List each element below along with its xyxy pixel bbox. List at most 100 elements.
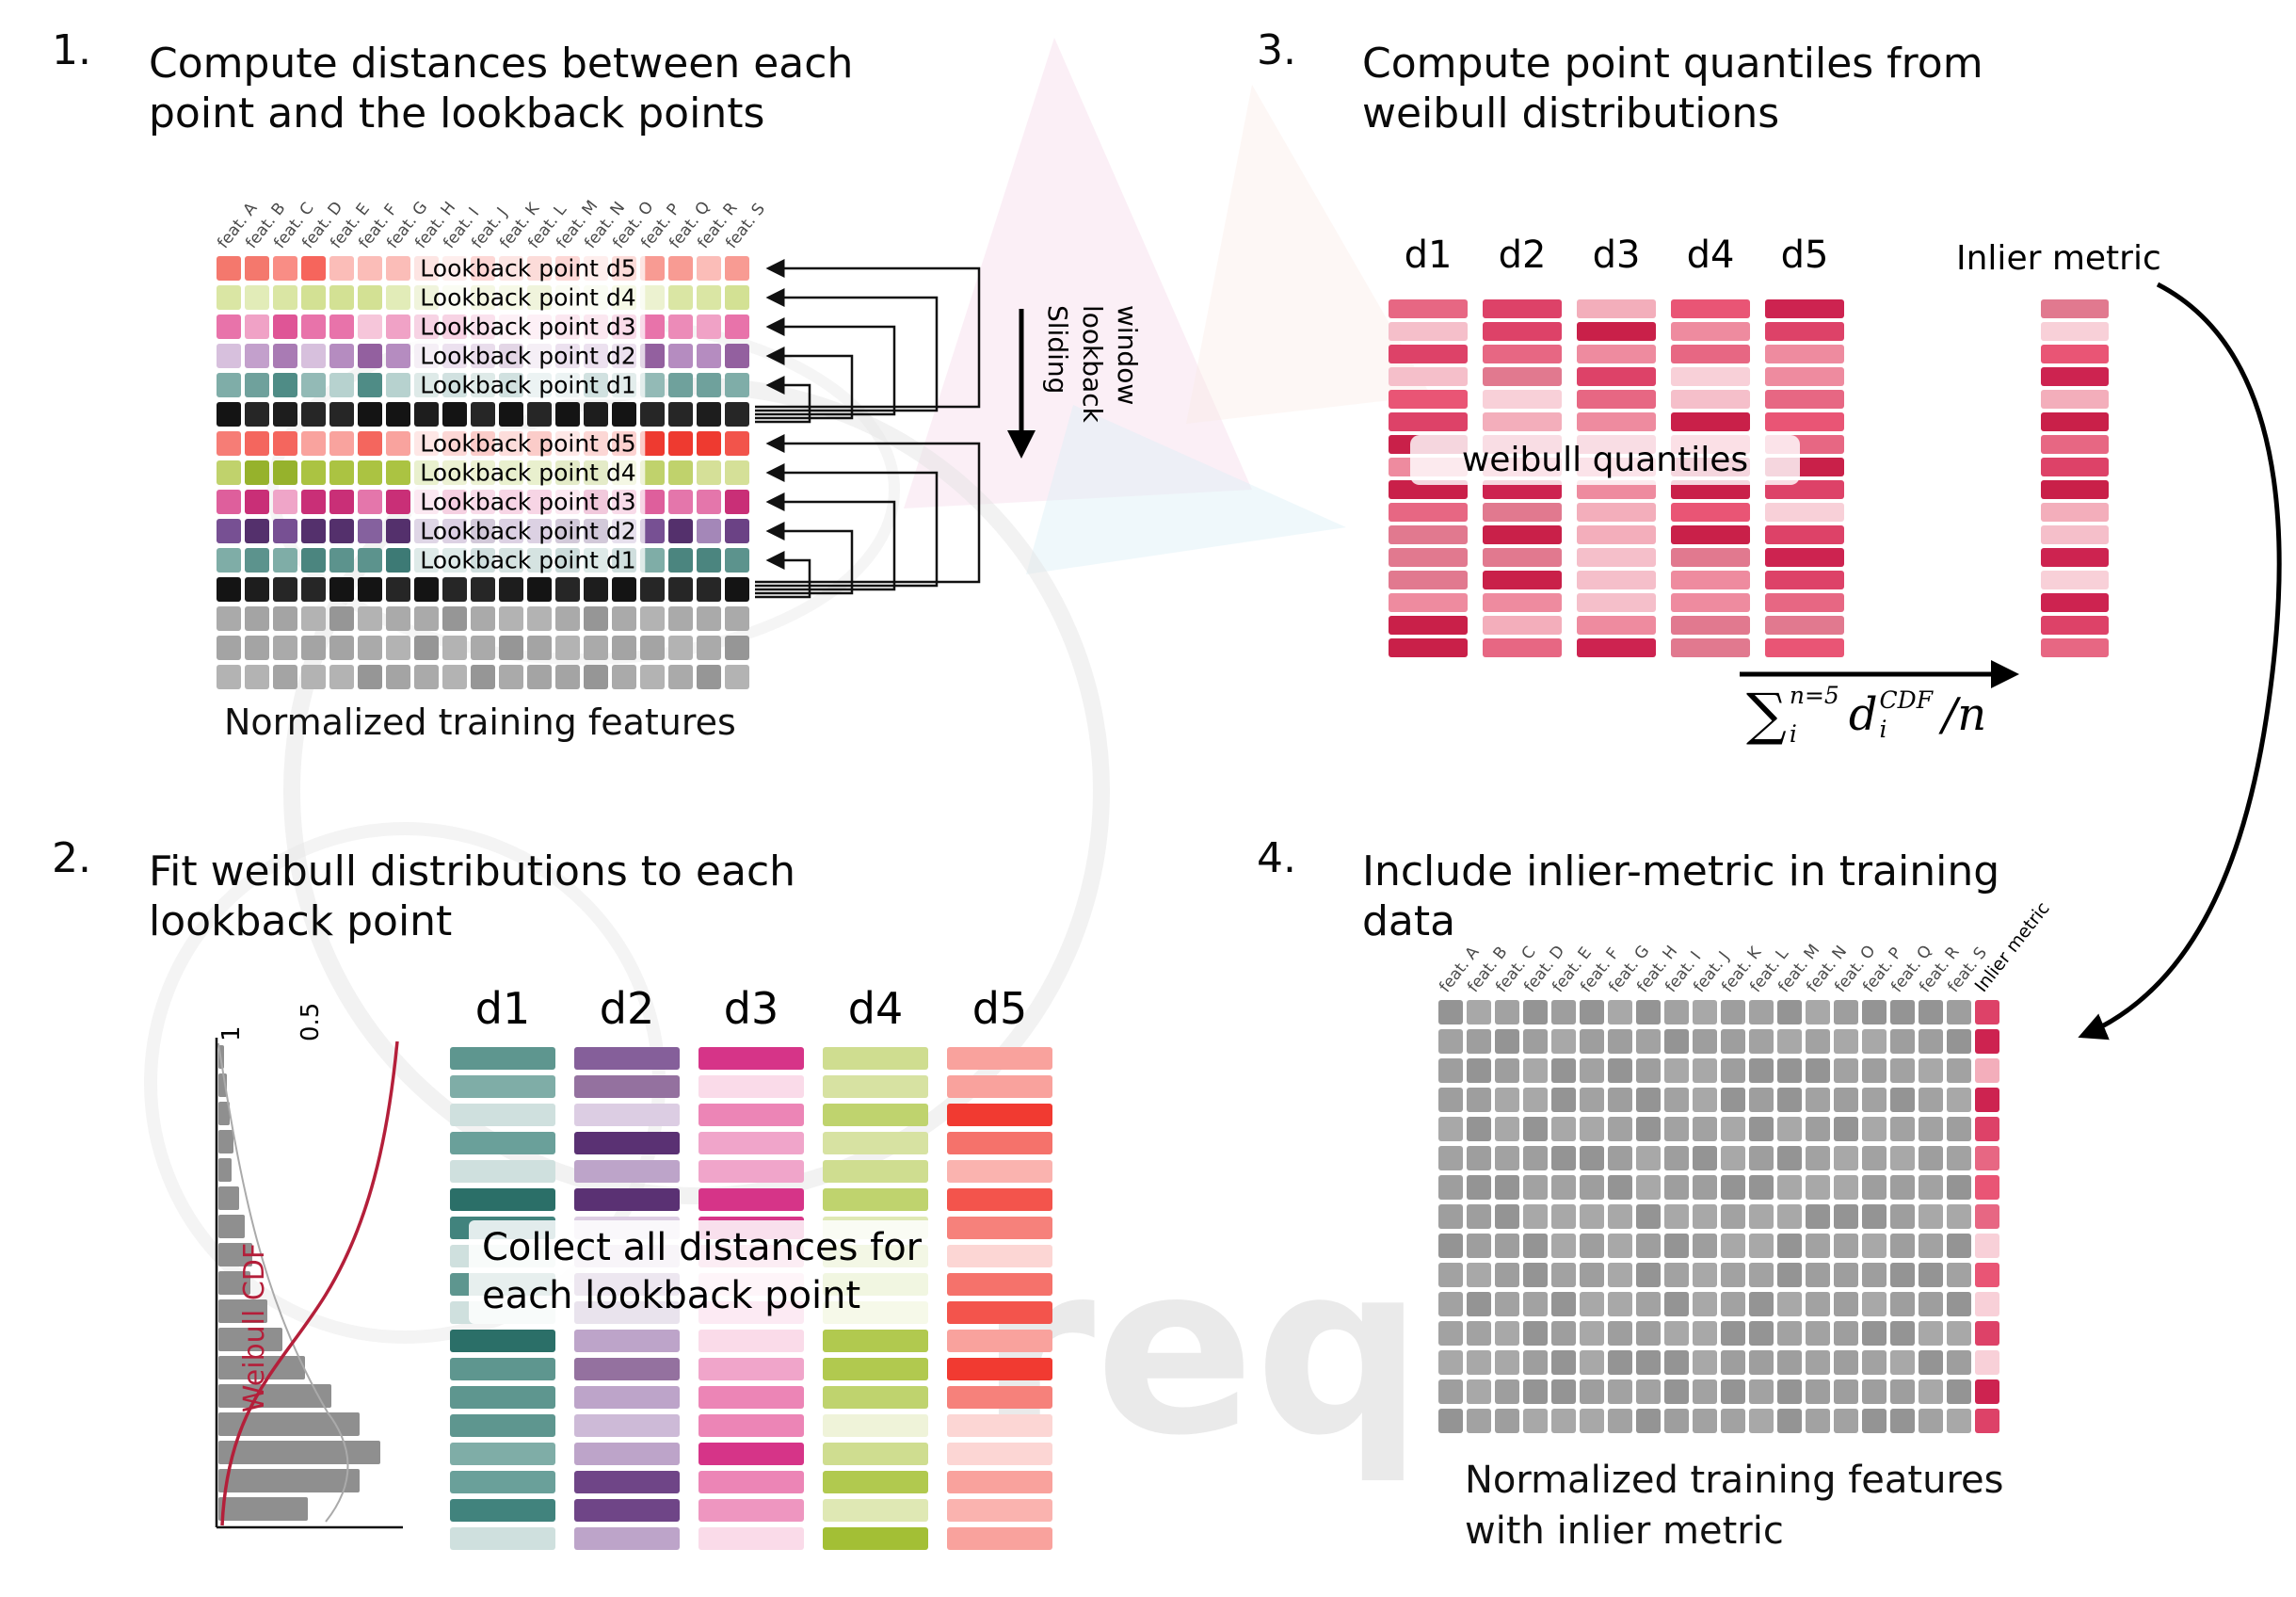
training-row [1438, 1088, 1999, 1112]
inlier-cell [1975, 1263, 1999, 1287]
feature-cell [1495, 1379, 1519, 1404]
bar [947, 1499, 1052, 1522]
inlier-cell [1975, 1146, 1999, 1170]
feature-cell [1467, 1292, 1491, 1316]
bar [947, 1132, 1052, 1154]
grid-cell [386, 256, 410, 281]
bar [947, 1188, 1052, 1211]
feature-cell [1693, 1058, 1717, 1083]
bar [947, 1217, 1052, 1239]
bar [1577, 525, 1656, 544]
grid-cell [358, 431, 382, 456]
feature-cell [1438, 1146, 1463, 1170]
inlier-cell [1975, 1117, 1999, 1141]
bar [947, 1471, 1052, 1493]
feature-cell [1551, 1029, 1576, 1054]
grid-cell [414, 577, 439, 602]
bar [574, 1075, 680, 1098]
bar [2041, 367, 2109, 386]
grid-cell [668, 606, 693, 631]
hist-bar [218, 1186, 239, 1210]
feature-cell [1777, 1146, 1802, 1170]
sliding-window-label: Sliding lookback window [1039, 305, 1144, 423]
hist-bar [218, 1158, 232, 1182]
bar [574, 1499, 680, 1522]
grid-cell [329, 519, 354, 543]
feature-cell [1438, 1204, 1463, 1229]
bar [450, 1104, 555, 1126]
grid-cell [697, 636, 721, 660]
feature-cell [1947, 1175, 1971, 1200]
feature-cell [1947, 1409, 1971, 1433]
grid-cell [725, 285, 749, 310]
weibull-cdf-label: Weibull CDF [238, 1243, 271, 1412]
bar [1765, 412, 1844, 431]
bar [823, 1443, 928, 1465]
bar [1671, 412, 1750, 431]
grid-cell [725, 373, 749, 397]
quantile-header-d2: d2 [1498, 234, 1547, 277]
grid-cell [386, 606, 410, 631]
grid-cell [386, 344, 410, 368]
bar [2041, 638, 2109, 657]
feature-cell [1749, 1029, 1774, 1054]
grid-cell [697, 431, 721, 456]
bar [450, 1188, 555, 1211]
title-line: Compute point quantiles from [1362, 40, 1983, 88]
feature-cell [1890, 1117, 1915, 1141]
column-header-d2: d2 [599, 983, 655, 1034]
feature-cell [1721, 1000, 1745, 1024]
bar [450, 1330, 555, 1352]
feature-cell [1664, 1117, 1689, 1141]
feature-cell [1636, 1058, 1661, 1083]
feature-cell [1608, 1321, 1632, 1346]
grid-cell [273, 519, 297, 543]
feature-cell [1862, 1292, 1887, 1316]
grid-cell [555, 577, 580, 602]
step-2-title: Fit weibull distributions to each lookba… [149, 847, 795, 947]
feature-cell [1890, 1379, 1915, 1404]
feature-cell [1693, 1204, 1717, 1229]
feature-cell [1495, 1350, 1519, 1375]
bar [1671, 503, 1750, 522]
grid-cell [301, 256, 326, 281]
title-line: weibull distributions [1362, 89, 1780, 137]
feature-cell [1438, 1350, 1463, 1375]
feature-cell [1749, 1350, 1774, 1375]
overlay-line: Collect all distances for [482, 1226, 923, 1269]
feature-cell [1834, 1409, 1858, 1433]
bar [1483, 616, 1562, 635]
feature-cell [1947, 1029, 1971, 1054]
feature-cell [1806, 1088, 1830, 1112]
grid-cell [273, 460, 297, 485]
feature-cell [1749, 1146, 1774, 1170]
bar [1389, 299, 1468, 318]
bar [947, 1273, 1052, 1296]
watermark-shape [904, 38, 1252, 508]
feature-row [217, 606, 749, 631]
feature-cell [1947, 1088, 1971, 1112]
grid-cell [245, 256, 269, 281]
bar [574, 1527, 680, 1550]
grid-cell [499, 636, 523, 660]
grid-cell [245, 373, 269, 397]
feature-cell [1551, 1058, 1576, 1083]
feature-cell [1523, 1088, 1548, 1112]
bar [1765, 480, 1844, 499]
feature-cell [1721, 1263, 1745, 1287]
grid-cell [527, 606, 552, 631]
bar [1765, 593, 1844, 612]
bar [1577, 548, 1656, 567]
feature-cell [1890, 1204, 1915, 1229]
grid-cell [725, 315, 749, 339]
feature-cell [1664, 1234, 1689, 1258]
bar [698, 1104, 804, 1126]
feature-cell [1636, 1379, 1661, 1404]
grid-cell [273, 315, 297, 339]
feature-cell [1834, 1058, 1858, 1083]
feature-cell [1467, 1350, 1491, 1375]
lookback-row: Lookback point d1 [217, 370, 749, 400]
bar [2041, 299, 2109, 318]
grid-cell [301, 344, 326, 368]
bar [450, 1160, 555, 1183]
